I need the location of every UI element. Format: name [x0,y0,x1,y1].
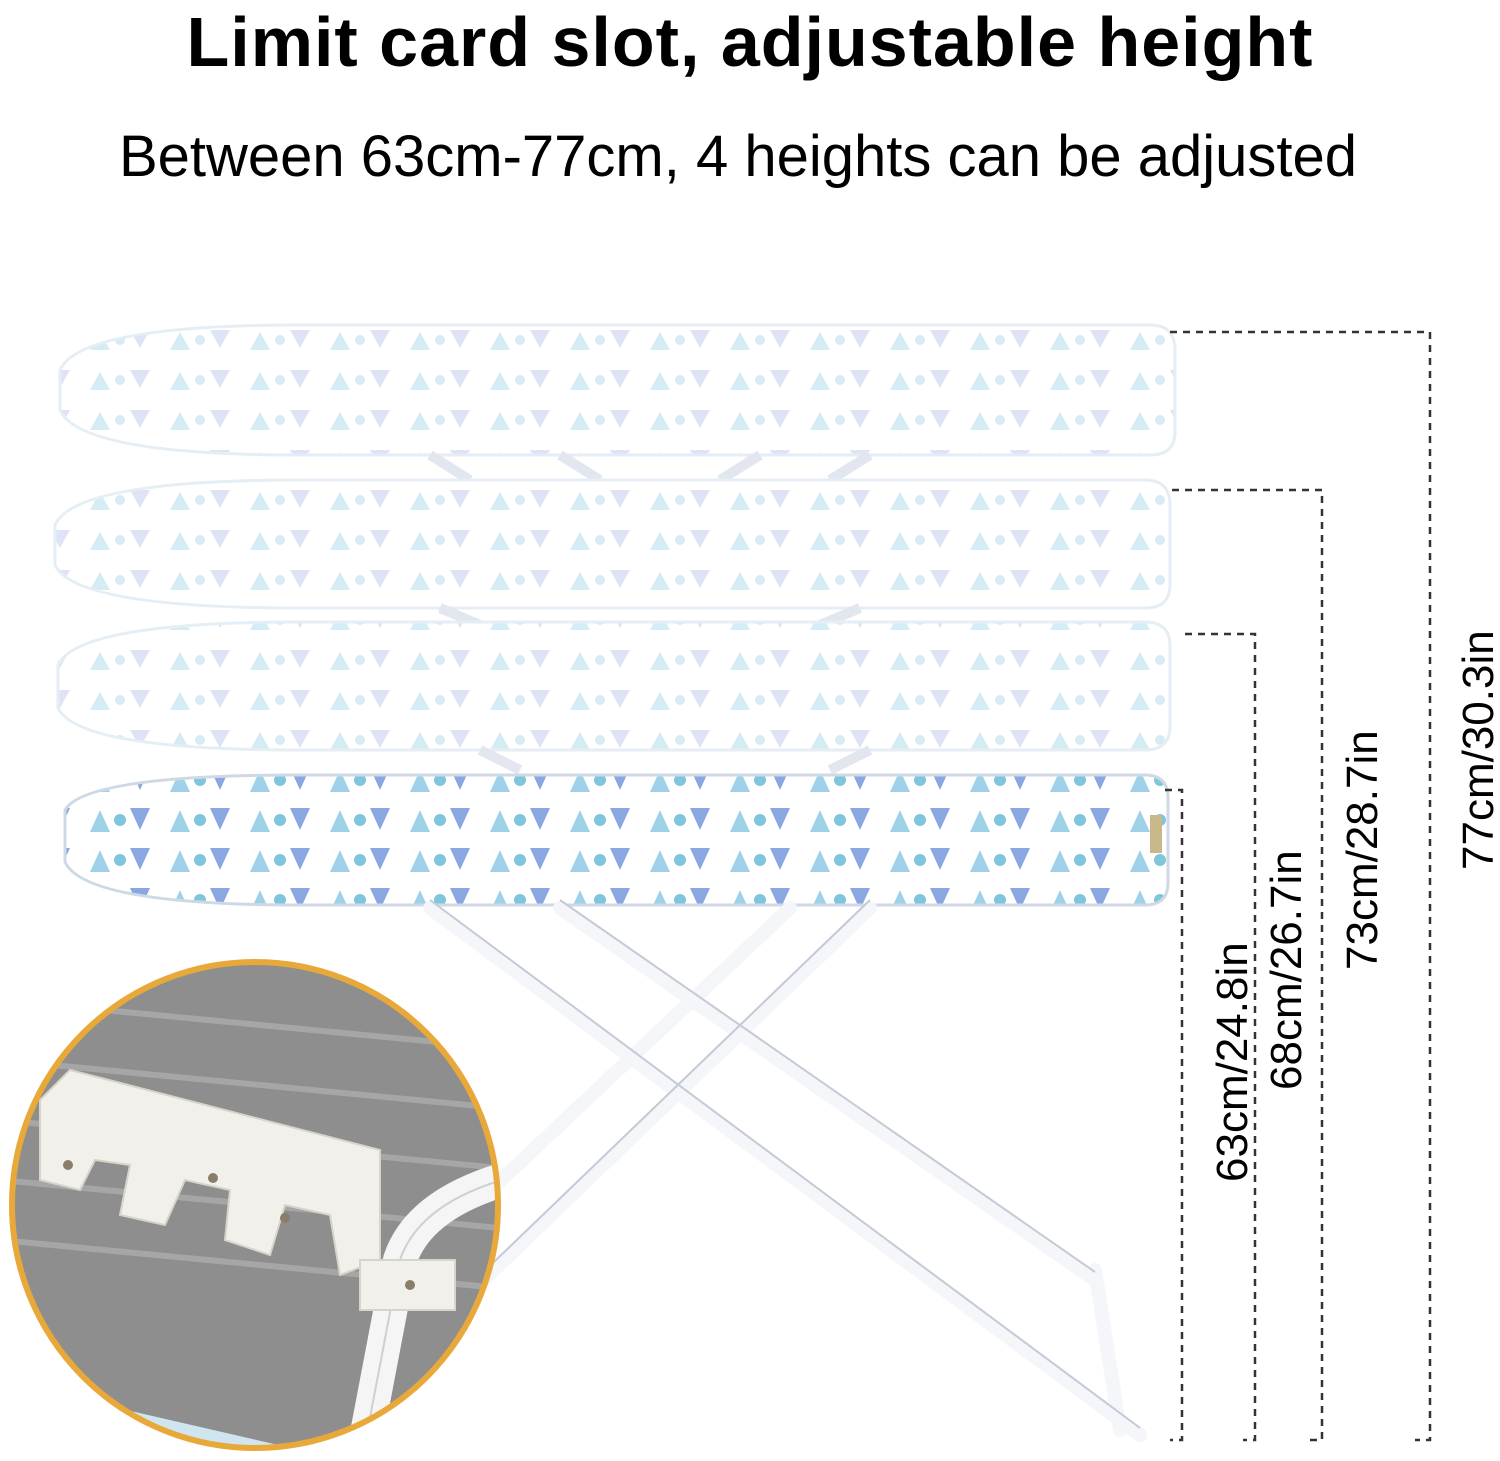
slot-bracket [39,1068,381,1277]
height-label-68cm: 68cm/26.7in [1262,850,1311,1090]
card-slot-detail-inset [9,959,501,1451]
headline: Limit card slot, adjustable height [186,3,1314,81]
legs-faint-1 [427,450,873,485]
legs-faint-3 [477,745,873,775]
height-label-77cm: 77cm/30.3in [1454,630,1500,870]
subheadline: Between 63cm-77cm, 4 heights can be adju… [118,124,1358,189]
dim-77cm [1170,330,1432,1442]
dim-73cm [1172,488,1324,1442]
board-level-63cm [63,773,1170,907]
dim-68cm [1185,632,1257,1442]
dim-63cm [1165,788,1184,1442]
dimension-lines [1165,330,1432,1442]
height-label-63cm: 63cm/24.8in [1208,942,1257,1182]
height-label-73cm: 73cm/28.7in [1338,730,1387,970]
board-level-73cm [53,478,1172,610]
board-level-77cm [58,323,1177,457]
board-level-68cm [56,620,1172,752]
board-legs [383,901,1147,1442]
